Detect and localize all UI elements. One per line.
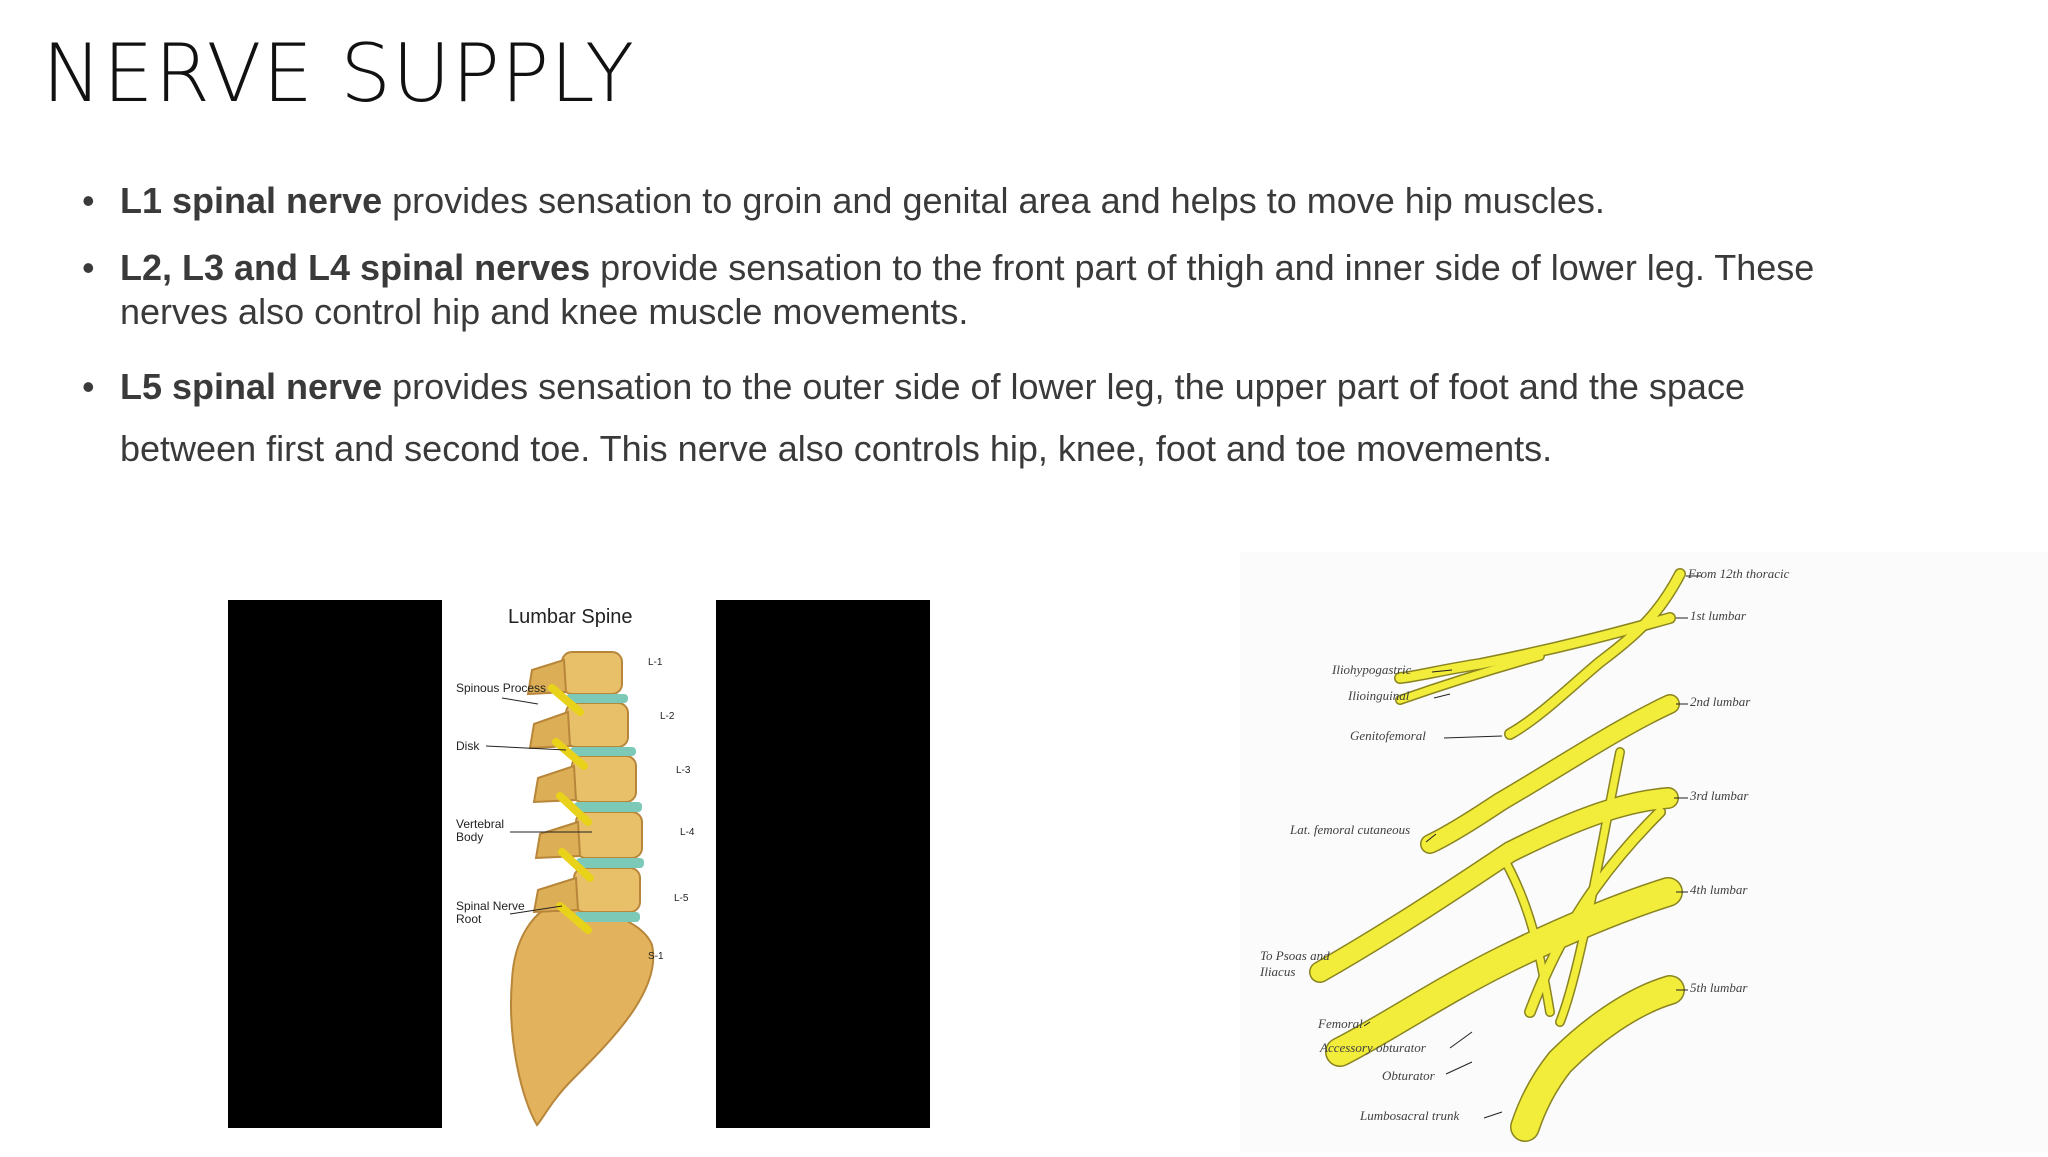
label-to-psoas-and-iliacus: To Psoas and Iliacus xyxy=(1260,948,1330,979)
bullet-text: provides sensation to groin and genital … xyxy=(382,180,1605,221)
spine-illustration xyxy=(485,651,655,1127)
label-disk: Disk xyxy=(456,739,480,753)
disk xyxy=(576,858,644,868)
label-genitofemoral: Genitofemoral xyxy=(1350,728,1426,743)
bullet-dot: • xyxy=(82,366,95,407)
label-vertebral-body: Vertebral Body xyxy=(456,817,505,844)
level-label: L-5 xyxy=(674,893,689,904)
bullet-dot: • xyxy=(82,180,95,221)
label-spinal-nerve-root: Spinal Nerve Root xyxy=(456,899,525,926)
bullet-item: • L2, L3 and L4 spinal nerves provide se… xyxy=(82,246,1842,334)
bullet-item: • L5 spinal nerve provides sensation to … xyxy=(82,356,1842,480)
label-accessory-obturator: Accessory obturator xyxy=(1320,1040,1426,1055)
level-label: S-1 xyxy=(648,951,664,962)
bullet-bold-term: L5 spinal nerve xyxy=(120,366,383,407)
label-obturator: Obturator xyxy=(1382,1068,1435,1083)
label-lumbosacral-trunk: Lumbosacral trunk xyxy=(1360,1108,1460,1123)
label-lat-femoral-cutaneous: Lat. femoral cutaneous xyxy=(1290,822,1411,837)
sacrum xyxy=(510,898,655,1127)
lumbar-plexus-figure: From 12th thoracic 1st lumbar 2nd lumbar… xyxy=(1240,552,2048,1152)
left-black-bar xyxy=(228,600,442,1128)
level-label: L-1 xyxy=(648,657,663,668)
lumbar-spine-figure: Lumbar Spine Spinous Process Disk xyxy=(228,600,930,1130)
level-label: L-3 xyxy=(676,765,691,776)
lumbar-plexus-illustration xyxy=(1240,552,2048,1152)
level-label: L-4 xyxy=(680,827,695,838)
label-3rd-lumbar: 3rd lumbar xyxy=(1690,788,1749,803)
disk xyxy=(570,747,636,756)
right-black-bar xyxy=(716,600,930,1128)
bullet-text: provides sensation to the outer side of … xyxy=(120,366,1745,469)
label-iliohypogastric: Iliohypogastric xyxy=(1332,662,1412,677)
bullet-bold-term: L1 spinal nerve xyxy=(120,180,383,221)
disk xyxy=(574,802,642,812)
label-4th-lumbar: 4th lumbar xyxy=(1690,882,1748,897)
level-label: L-2 xyxy=(660,711,675,722)
bullet-dot: • xyxy=(82,247,95,288)
bullet-text: provide sensation to the front part of t… xyxy=(120,247,1815,332)
bullet-bold-term: L2, L3 and L4 spinal nerves xyxy=(120,247,591,288)
bullet-list: • L1 spinal nerve provides sensation to … xyxy=(82,178,1842,502)
slide-title: NERVE SUPPLY xyxy=(42,27,635,120)
disk xyxy=(574,912,640,922)
spine-title: Lumbar Spine xyxy=(508,606,633,628)
vertebra-l1 xyxy=(561,651,623,695)
label-1st-lumbar: 1st lumbar xyxy=(1690,608,1746,623)
label-5th-lumbar: 5th lumbar xyxy=(1690,980,1748,995)
label-from-12th-thoracic: From 12th thoracic xyxy=(1688,566,1790,581)
label-ilioinguinal: Ilioinguinal xyxy=(1348,688,1410,703)
label-spinous-process: Spinous Process xyxy=(456,681,547,695)
disk xyxy=(566,694,628,703)
label-femoral: Femoral xyxy=(1318,1016,1363,1031)
label-2nd-lumbar: 2nd lumbar xyxy=(1690,694,1751,709)
bullet-item: • L1 spinal nerve provides sensation to … xyxy=(82,178,1842,224)
